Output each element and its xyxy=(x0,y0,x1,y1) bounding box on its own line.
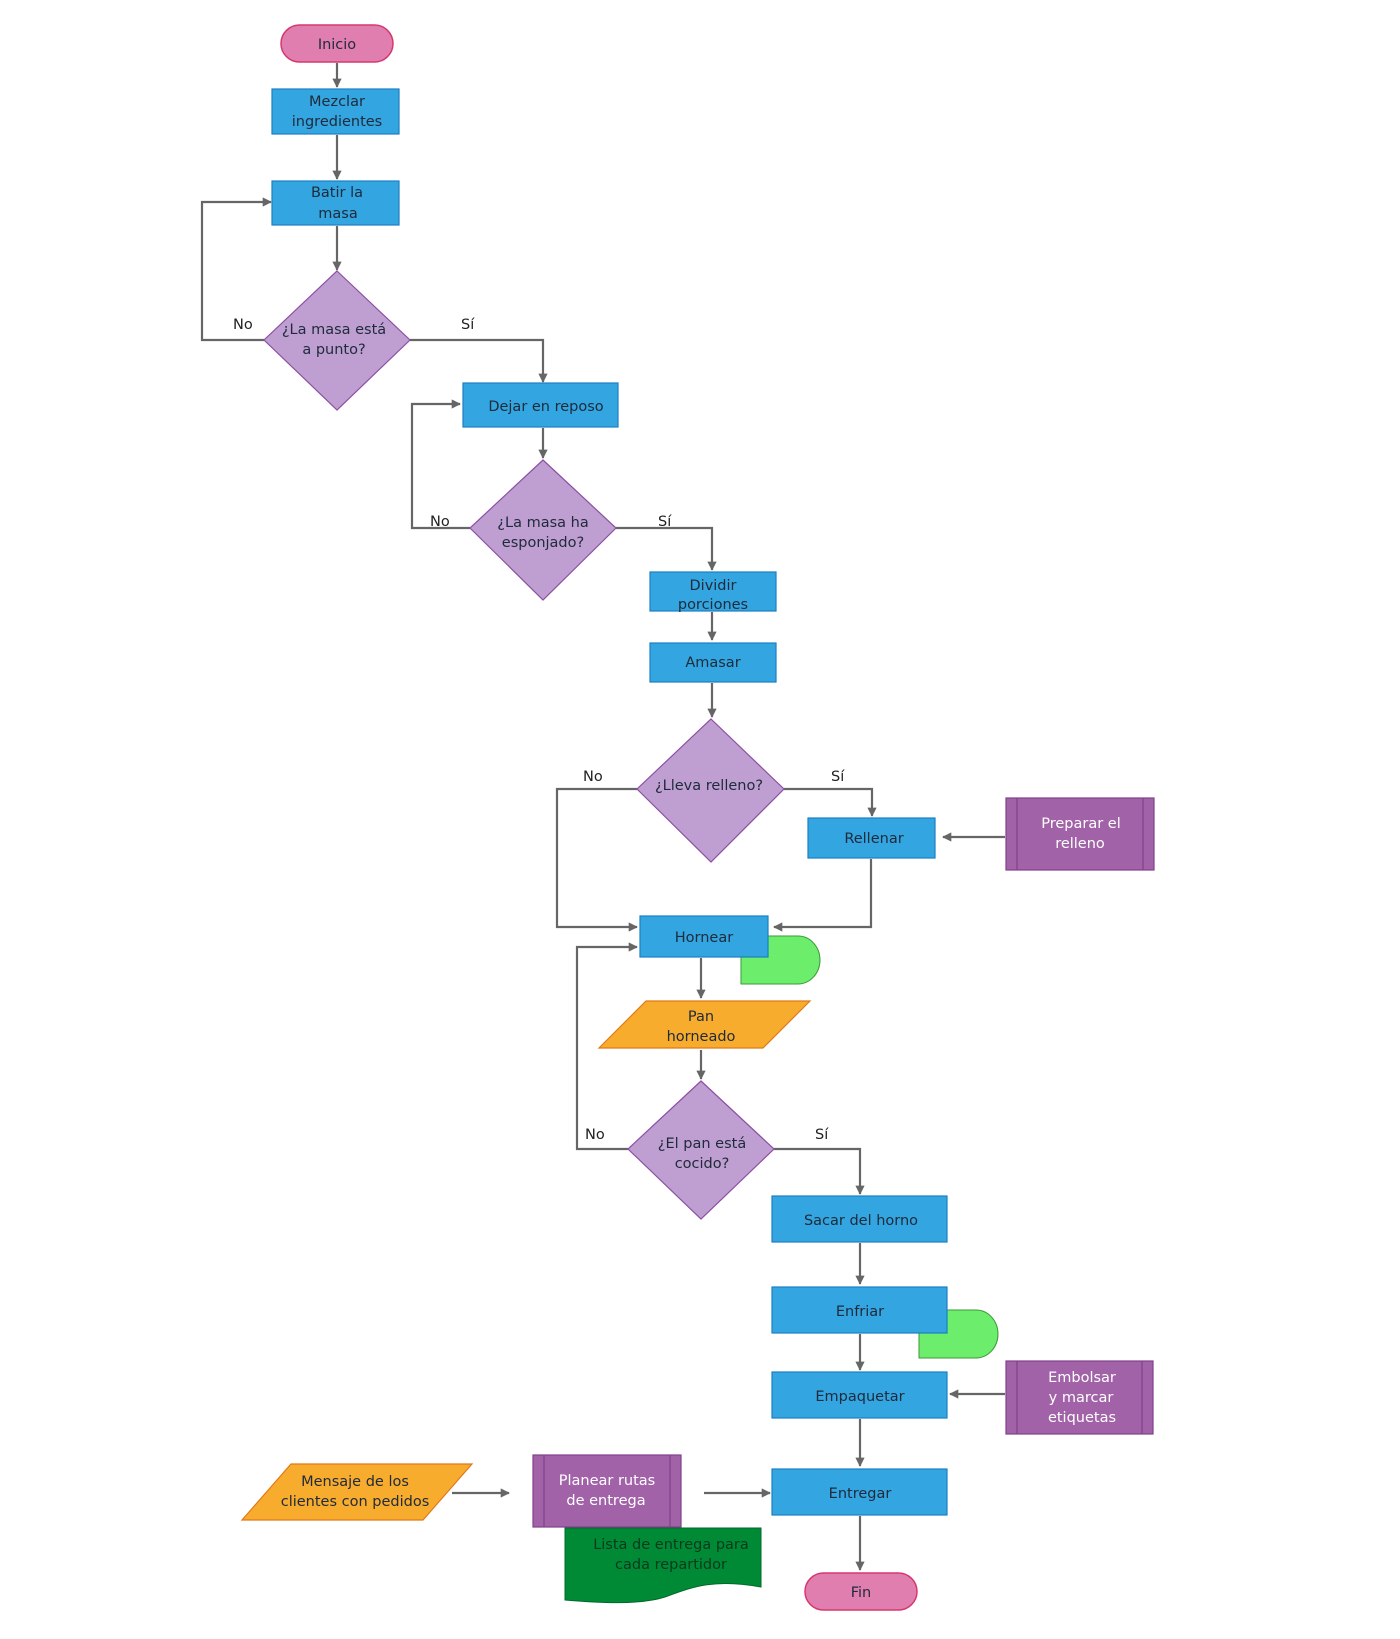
subprocess-label-line: y marcar xyxy=(1049,1390,1114,1406)
edge-labels: No Sí No Sí No Sí No Sí xyxy=(233,317,845,1143)
document-label-line: Lista de entrega para xyxy=(593,1537,749,1553)
edge-label-no: No xyxy=(583,769,603,785)
process-batir[interactable]: Batir la masa xyxy=(271,180,400,226)
io-label-line: Pan xyxy=(688,1009,714,1025)
subprocess-label-line: Embolsar xyxy=(1048,1370,1116,1386)
process-label: Enfriar xyxy=(836,1304,884,1320)
edge-masa-no-loop xyxy=(200,197,272,342)
process-label-line: ingredientes xyxy=(292,114,383,130)
subprocess-label-line: Planear rutas xyxy=(559,1473,656,1489)
edge-label-no: No xyxy=(585,1127,605,1143)
decision-label-line: cocido? xyxy=(675,1156,730,1172)
subprocess-embolsar[interactable]: Embolsar y marcar etiquetas xyxy=(1005,1360,1154,1435)
process-dividir-porciones[interactable]: Dividir porciones xyxy=(649,571,777,613)
subprocess-preparar-relleno[interactable]: Preparar el relleno xyxy=(1005,797,1155,871)
edge-esponjado-si xyxy=(616,526,717,571)
edge-label-si: Sí xyxy=(815,1127,829,1143)
edge-relleno-no xyxy=(555,787,638,932)
edge-cocido-si xyxy=(774,1147,865,1195)
decision-label-line: esponjado? xyxy=(502,535,584,551)
process-label-line: Mezclar xyxy=(309,94,365,110)
edge-cocido-no-loop xyxy=(575,942,638,1151)
decision-label: ¿Lleva relleno? xyxy=(655,778,763,794)
decision-label-line: ¿La masa está xyxy=(282,322,386,338)
process-rellenar[interactable]: Rellenar xyxy=(807,817,936,859)
process-label-line: Dividir xyxy=(690,578,737,594)
process-label-line: porciones xyxy=(678,597,748,613)
edge-label-si: Sí xyxy=(658,514,672,530)
io-label-line: horneado xyxy=(667,1029,736,1045)
document-lista-entrega[interactable]: Lista de entrega para cada repartidor xyxy=(564,1527,762,1604)
process-dejar-en-reposo[interactable]: Dejar en reposo xyxy=(462,382,619,428)
process-label: Dejar en reposo xyxy=(488,399,603,415)
process-label: Hornear xyxy=(675,930,733,946)
decision-masa-a-punto[interactable]: ¿La masa está a punto? xyxy=(263,270,411,411)
decision-label-line: ¿La masa ha xyxy=(497,515,588,531)
decision-label-line: a punto? xyxy=(302,342,365,358)
process-label: Entregar xyxy=(829,1486,892,1502)
edge-relleno-si xyxy=(784,787,877,817)
end-terminator[interactable]: Fin xyxy=(804,1572,918,1611)
process-enfriar[interactable]: Enfriar xyxy=(771,1286,948,1334)
process-amasar[interactable]: Amasar xyxy=(649,642,777,683)
end-label: Fin xyxy=(851,1585,872,1601)
decision-pan-cocido[interactable]: ¿El pan está cocido? xyxy=(627,1080,775,1220)
process-mezclar[interactable]: Mezclar ingredientes xyxy=(271,88,400,135)
edge-masa-si xyxy=(410,338,548,383)
edge-label-si: Sí xyxy=(831,769,845,785)
process-label-line: masa xyxy=(318,206,357,222)
process-label: Sacar del horno xyxy=(804,1213,918,1229)
process-sacar-del-horno[interactable]: Sacar del horno xyxy=(771,1195,948,1243)
connectors xyxy=(200,63,1005,1571)
io-pan-horneado[interactable]: Pan horneado xyxy=(597,1000,812,1049)
subprocess-label-line: Preparar el xyxy=(1041,816,1121,832)
decision-masa-esponjado[interactable]: ¿La masa ha esponjado? xyxy=(469,459,617,601)
edge-label-no: No xyxy=(430,514,450,530)
process-label: Amasar xyxy=(685,655,740,671)
subprocess-label-line: relleno xyxy=(1055,836,1105,852)
subprocess-label-line: de entrega xyxy=(566,1493,645,1509)
process-label: Rellenar xyxy=(844,831,903,847)
decision-label-line: ¿El pan está xyxy=(658,1136,746,1152)
process-hornear[interactable]: Hornear xyxy=(639,915,769,958)
process-empaquetar[interactable]: Empaquetar xyxy=(771,1371,948,1419)
subprocess-planear-rutas[interactable]: Planear rutas de entrega xyxy=(532,1454,682,1528)
edge-label-si: Sí xyxy=(461,317,475,333)
decision-lleva-relleno[interactable]: ¿Lleva relleno? xyxy=(636,718,785,863)
io-label-line: clientes con pedidos xyxy=(281,1494,430,1510)
start-terminator[interactable]: Inicio xyxy=(280,24,394,63)
document-label-line: cada repartidor xyxy=(615,1557,727,1573)
edge-esponjado-no-loop xyxy=(410,399,470,530)
edge-rellenar-hornear xyxy=(773,859,873,932)
edge-label-no: No xyxy=(233,317,253,333)
start-label: Inicio xyxy=(318,37,356,53)
process-entregar[interactable]: Entregar xyxy=(771,1468,948,1516)
io-label-line: Mensaje de los xyxy=(301,1474,409,1490)
io-mensaje-clientes[interactable]: Mensaje de los clientes con pedidos xyxy=(240,1463,474,1521)
subprocess-label-line: etiquetas xyxy=(1048,1410,1116,1426)
process-label-line: Batir la xyxy=(311,185,363,201)
process-label: Empaquetar xyxy=(815,1389,904,1405)
